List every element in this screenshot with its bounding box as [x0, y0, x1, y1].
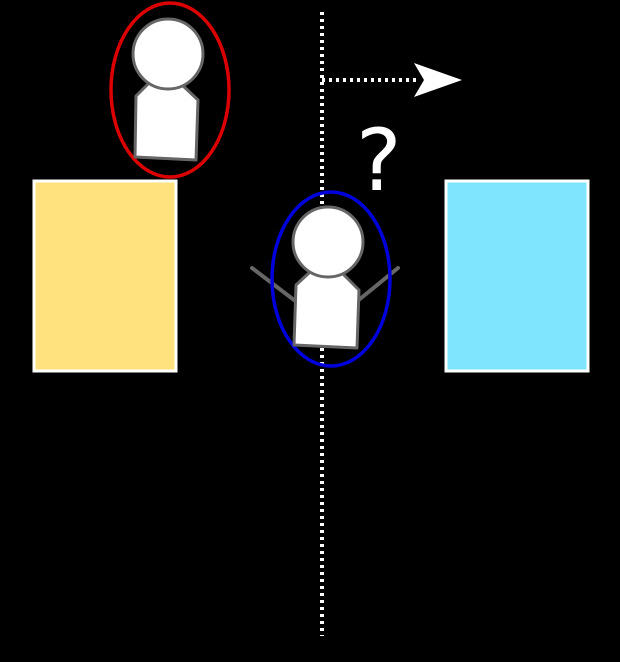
- right-box: [444, 179, 590, 373]
- person-center-head-icon: [291, 205, 365, 279]
- person-top-head-icon: [131, 17, 205, 91]
- person-center-ring: [270, 190, 392, 368]
- person-top-ring: [109, 1, 231, 179]
- arrow-head-icon: [414, 63, 462, 97]
- person-center-left-arm: [250, 266, 300, 305]
- person-center-body-icon: [292, 270, 361, 350]
- person-center: [250, 190, 400, 368]
- person-top: [109, 1, 231, 179]
- question-mark: ?: [356, 111, 402, 211]
- left-box: [32, 179, 178, 373]
- person-top-body-icon: [133, 81, 200, 162]
